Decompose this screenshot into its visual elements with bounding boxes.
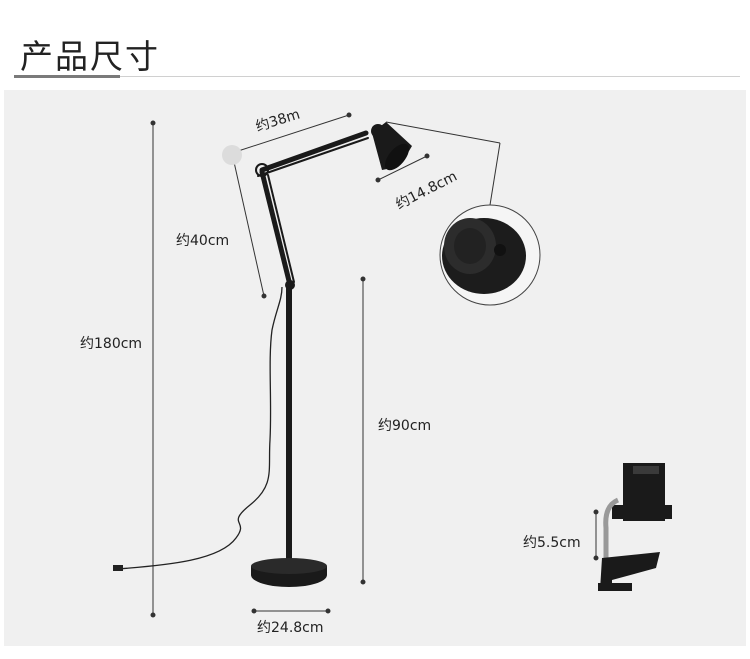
base-diameter-guide [251, 608, 331, 614]
title-underline-accent [14, 75, 120, 78]
upper-arm-label: 约40cm [176, 233, 230, 249]
base-diameter-label: 约24.8cm [257, 620, 324, 636]
power-cable [117, 286, 283, 570]
clamp-height-guide [593, 509, 599, 561]
clamp-height-label: 约5.5cm [523, 535, 581, 551]
upper-arm-guide [231, 152, 267, 299]
plug [113, 565, 123, 571]
shade-width-guide [375, 153, 430, 183]
joint-glow [222, 145, 242, 165]
total-height-label: 约180cm [80, 336, 143, 352]
lamp-arms [257, 130, 369, 288]
clamp-illustration [598, 463, 672, 591]
page-title: 产品尺寸 [20, 37, 160, 76]
lamp-shade [371, 122, 412, 171]
pole-height-label: 约90cm [378, 418, 432, 434]
title-underline [14, 76, 740, 77]
pole-height-guide [360, 276, 366, 585]
shade-detail-zoom [439, 204, 541, 306]
lamp-pole [286, 283, 292, 568]
product-panel [4, 90, 746, 646]
total-height-guide [150, 120, 156, 618]
